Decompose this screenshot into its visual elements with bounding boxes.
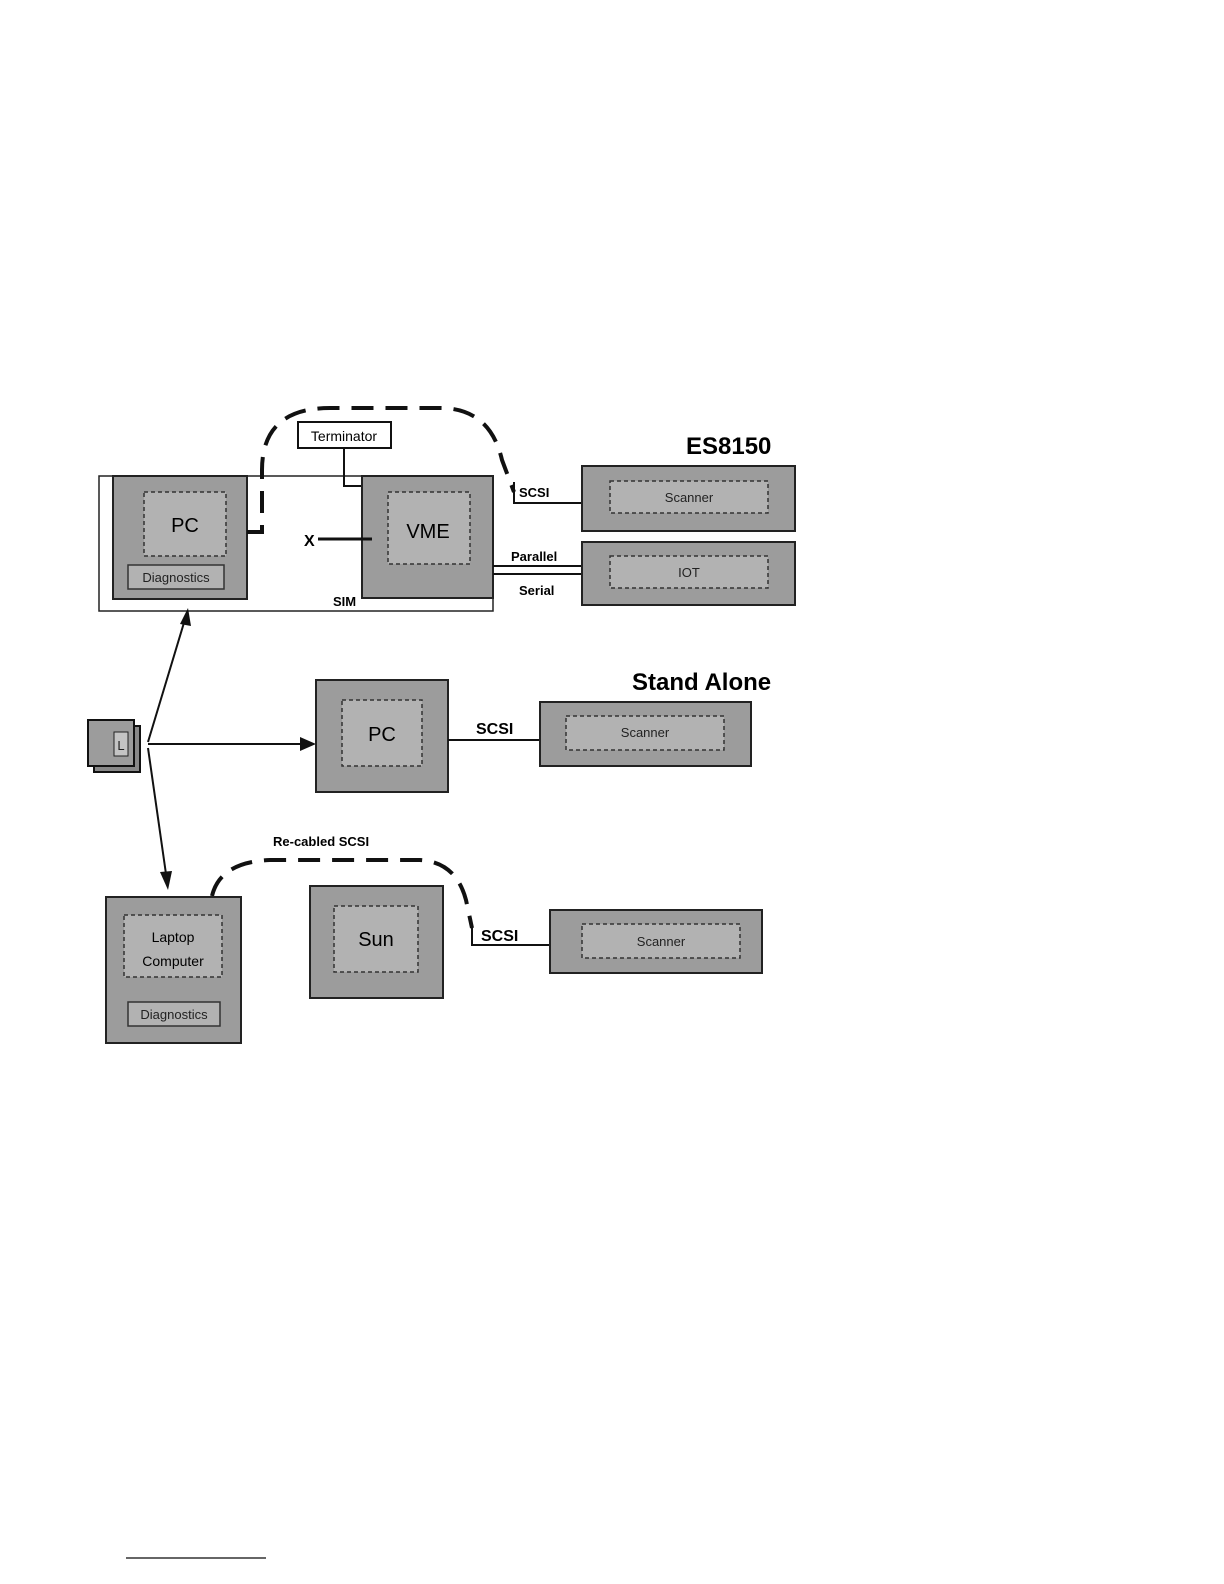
laptop-computer-box: Laptop Computer Diagnostics <box>106 897 241 1043</box>
scsi-sun-label: SCSI <box>481 928 518 945</box>
scanner-box-sa: Scanner <box>540 702 751 766</box>
scanner-sa-label: Scanner <box>621 725 670 740</box>
terminator-box: Terminator <box>298 422 391 448</box>
scanner-box-sun: Scanner <box>550 910 762 973</box>
sim-label: SIM <box>333 594 356 609</box>
terminator-link <box>344 448 363 486</box>
laptop-icon-label: L <box>117 738 124 753</box>
arrow-to-pc-top <box>148 616 186 742</box>
disconnect-mark: X <box>304 533 315 550</box>
arrow-to-laptop <box>148 748 166 874</box>
sun-box: Sun <box>310 886 443 998</box>
heading-stand-alone: Stand Alone <box>632 669 771 696</box>
serial-label: Serial <box>519 583 554 598</box>
vme-label: VME <box>406 521 449 543</box>
vme-box: VME <box>362 476 493 598</box>
laptop-icon: L <box>88 720 140 772</box>
pc-top-label: PC <box>171 515 199 537</box>
heading-es8150: ES8150 <box>686 433 771 460</box>
scanner-box-es: Scanner <box>582 466 795 531</box>
diagnostics-top-label: Diagnostics <box>142 570 210 585</box>
pc-box-top: PC Diagnostics <box>113 476 247 599</box>
sun-label: Sun <box>358 929 394 951</box>
scanner-sun-label: Scanner <box>637 934 686 949</box>
laptop-line1-label: Laptop <box>152 929 195 945</box>
recabled-scsi-label: Re-cabled SCSI <box>273 834 369 849</box>
scanner-es-label: Scanner <box>665 490 714 505</box>
arrowhead-right <box>300 737 316 751</box>
pc-sa-label: PC <box>368 724 396 746</box>
pc-box-sa: PC <box>316 680 448 792</box>
iot-label: IOT <box>678 565 700 580</box>
diagnostics-bottom-label: Diagnostics <box>140 1007 208 1022</box>
scsi-sa-label: SCSI <box>476 721 513 738</box>
parallel-label: Parallel <box>511 549 557 564</box>
terminator-label: Terminator <box>311 428 377 444</box>
iot-box: IOT <box>582 542 795 605</box>
laptop-line2-label: Computer <box>142 953 204 969</box>
scsi-es-label: SCSI <box>519 485 549 500</box>
arrowhead-down <box>160 871 172 890</box>
